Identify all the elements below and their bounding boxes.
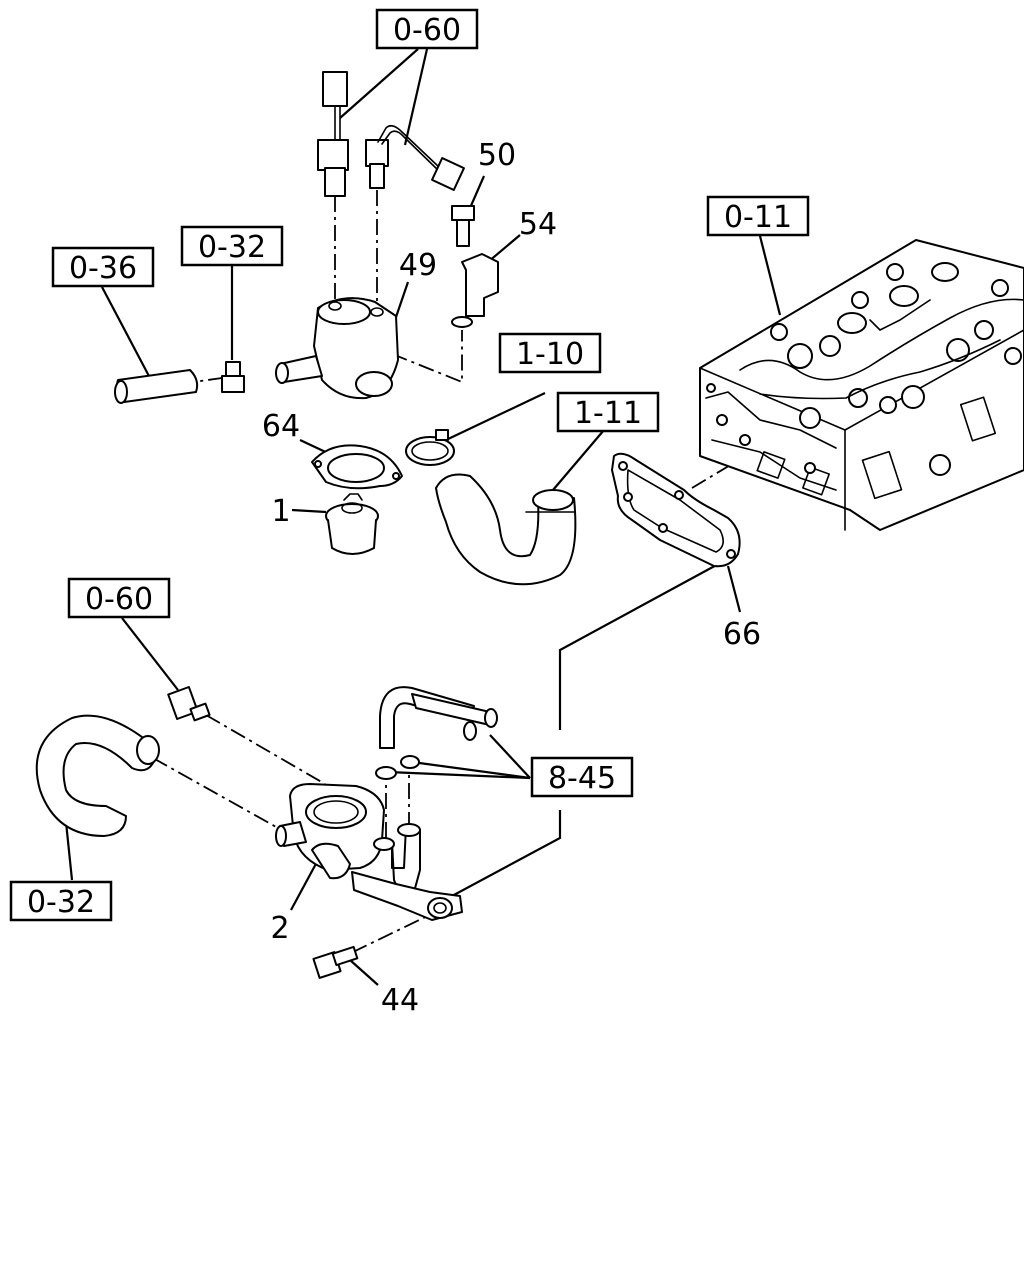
- cylinder-head: [699, 239, 1024, 531]
- reference-labels: 0-60 0-32 0-36 1-10 1-11 0-11 0-60 8-45: [9, 8, 810, 922]
- ref-0-32-top: 0-32: [198, 230, 266, 265]
- thermostat-1: [325, 493, 379, 555]
- bolt-50: [451, 205, 475, 247]
- bolt-44: [312, 945, 359, 979]
- gasket-64: [311, 444, 403, 490]
- callout-numbers: 50 54 49 64 1 66 2 44: [262, 138, 761, 1018]
- ref-8-45: 8-45: [548, 761, 616, 796]
- callout-50: 50: [478, 138, 516, 173]
- ref-box-0-32-bottom: 0-32: [9, 880, 113, 922]
- assembly-lines: [121, 190, 773, 966]
- sensor-0-32-top: [221, 361, 245, 393]
- temperature-sensors-top: [317, 71, 465, 197]
- ref-0-60-bottom: 0-60: [85, 582, 153, 617]
- callout-49: 49: [399, 248, 437, 283]
- callout-1: 1: [271, 494, 290, 529]
- hose-1-11: [435, 473, 577, 586]
- ref-box-1-10: 1-10: [498, 332, 602, 374]
- ref-box-8-45: 8-45: [530, 756, 634, 798]
- ref-box-0-60-bottom: 0-60: [67, 577, 171, 619]
- ref-0-11: 0-11: [724, 200, 792, 235]
- callout-2: 2: [270, 911, 289, 946]
- ref-box-1-11: 1-11: [556, 391, 660, 433]
- ref-box-0-36: 0-36: [51, 246, 155, 288]
- ref-0-36: 0-36: [69, 251, 137, 286]
- callout-66: 66: [723, 617, 761, 652]
- bracket-54: [451, 253, 499, 328]
- callout-54: 54: [519, 207, 557, 242]
- pipes-8-45: [375, 686, 498, 780]
- thermostat-housing-49: [275, 297, 399, 400]
- sensor-0-60-bottom: [167, 686, 211, 722]
- ref-1-10: 1-10: [516, 337, 584, 372]
- ref-box-0-60-top: 0-60: [375, 8, 479, 50]
- hose-0-32-bottom: [35, 714, 160, 837]
- ref-1-11: 1-11: [574, 396, 642, 431]
- thermostat-cover-2: [275, 783, 463, 921]
- clamp-1-10: [405, 429, 455, 466]
- ref-0-32-bottom: 0-32: [27, 885, 95, 920]
- ref-box-0-11: 0-11: [706, 195, 810, 237]
- ref-box-0-32-top: 0-32: [180, 225, 284, 267]
- ref-0-60-top: 0-60: [393, 13, 461, 48]
- callout-44: 44: [381, 983, 419, 1018]
- callout-64: 64: [262, 409, 300, 444]
- leader-lines: [64, 48, 782, 986]
- gasket-66: [611, 452, 741, 568]
- hose-0-36: [114, 369, 199, 404]
